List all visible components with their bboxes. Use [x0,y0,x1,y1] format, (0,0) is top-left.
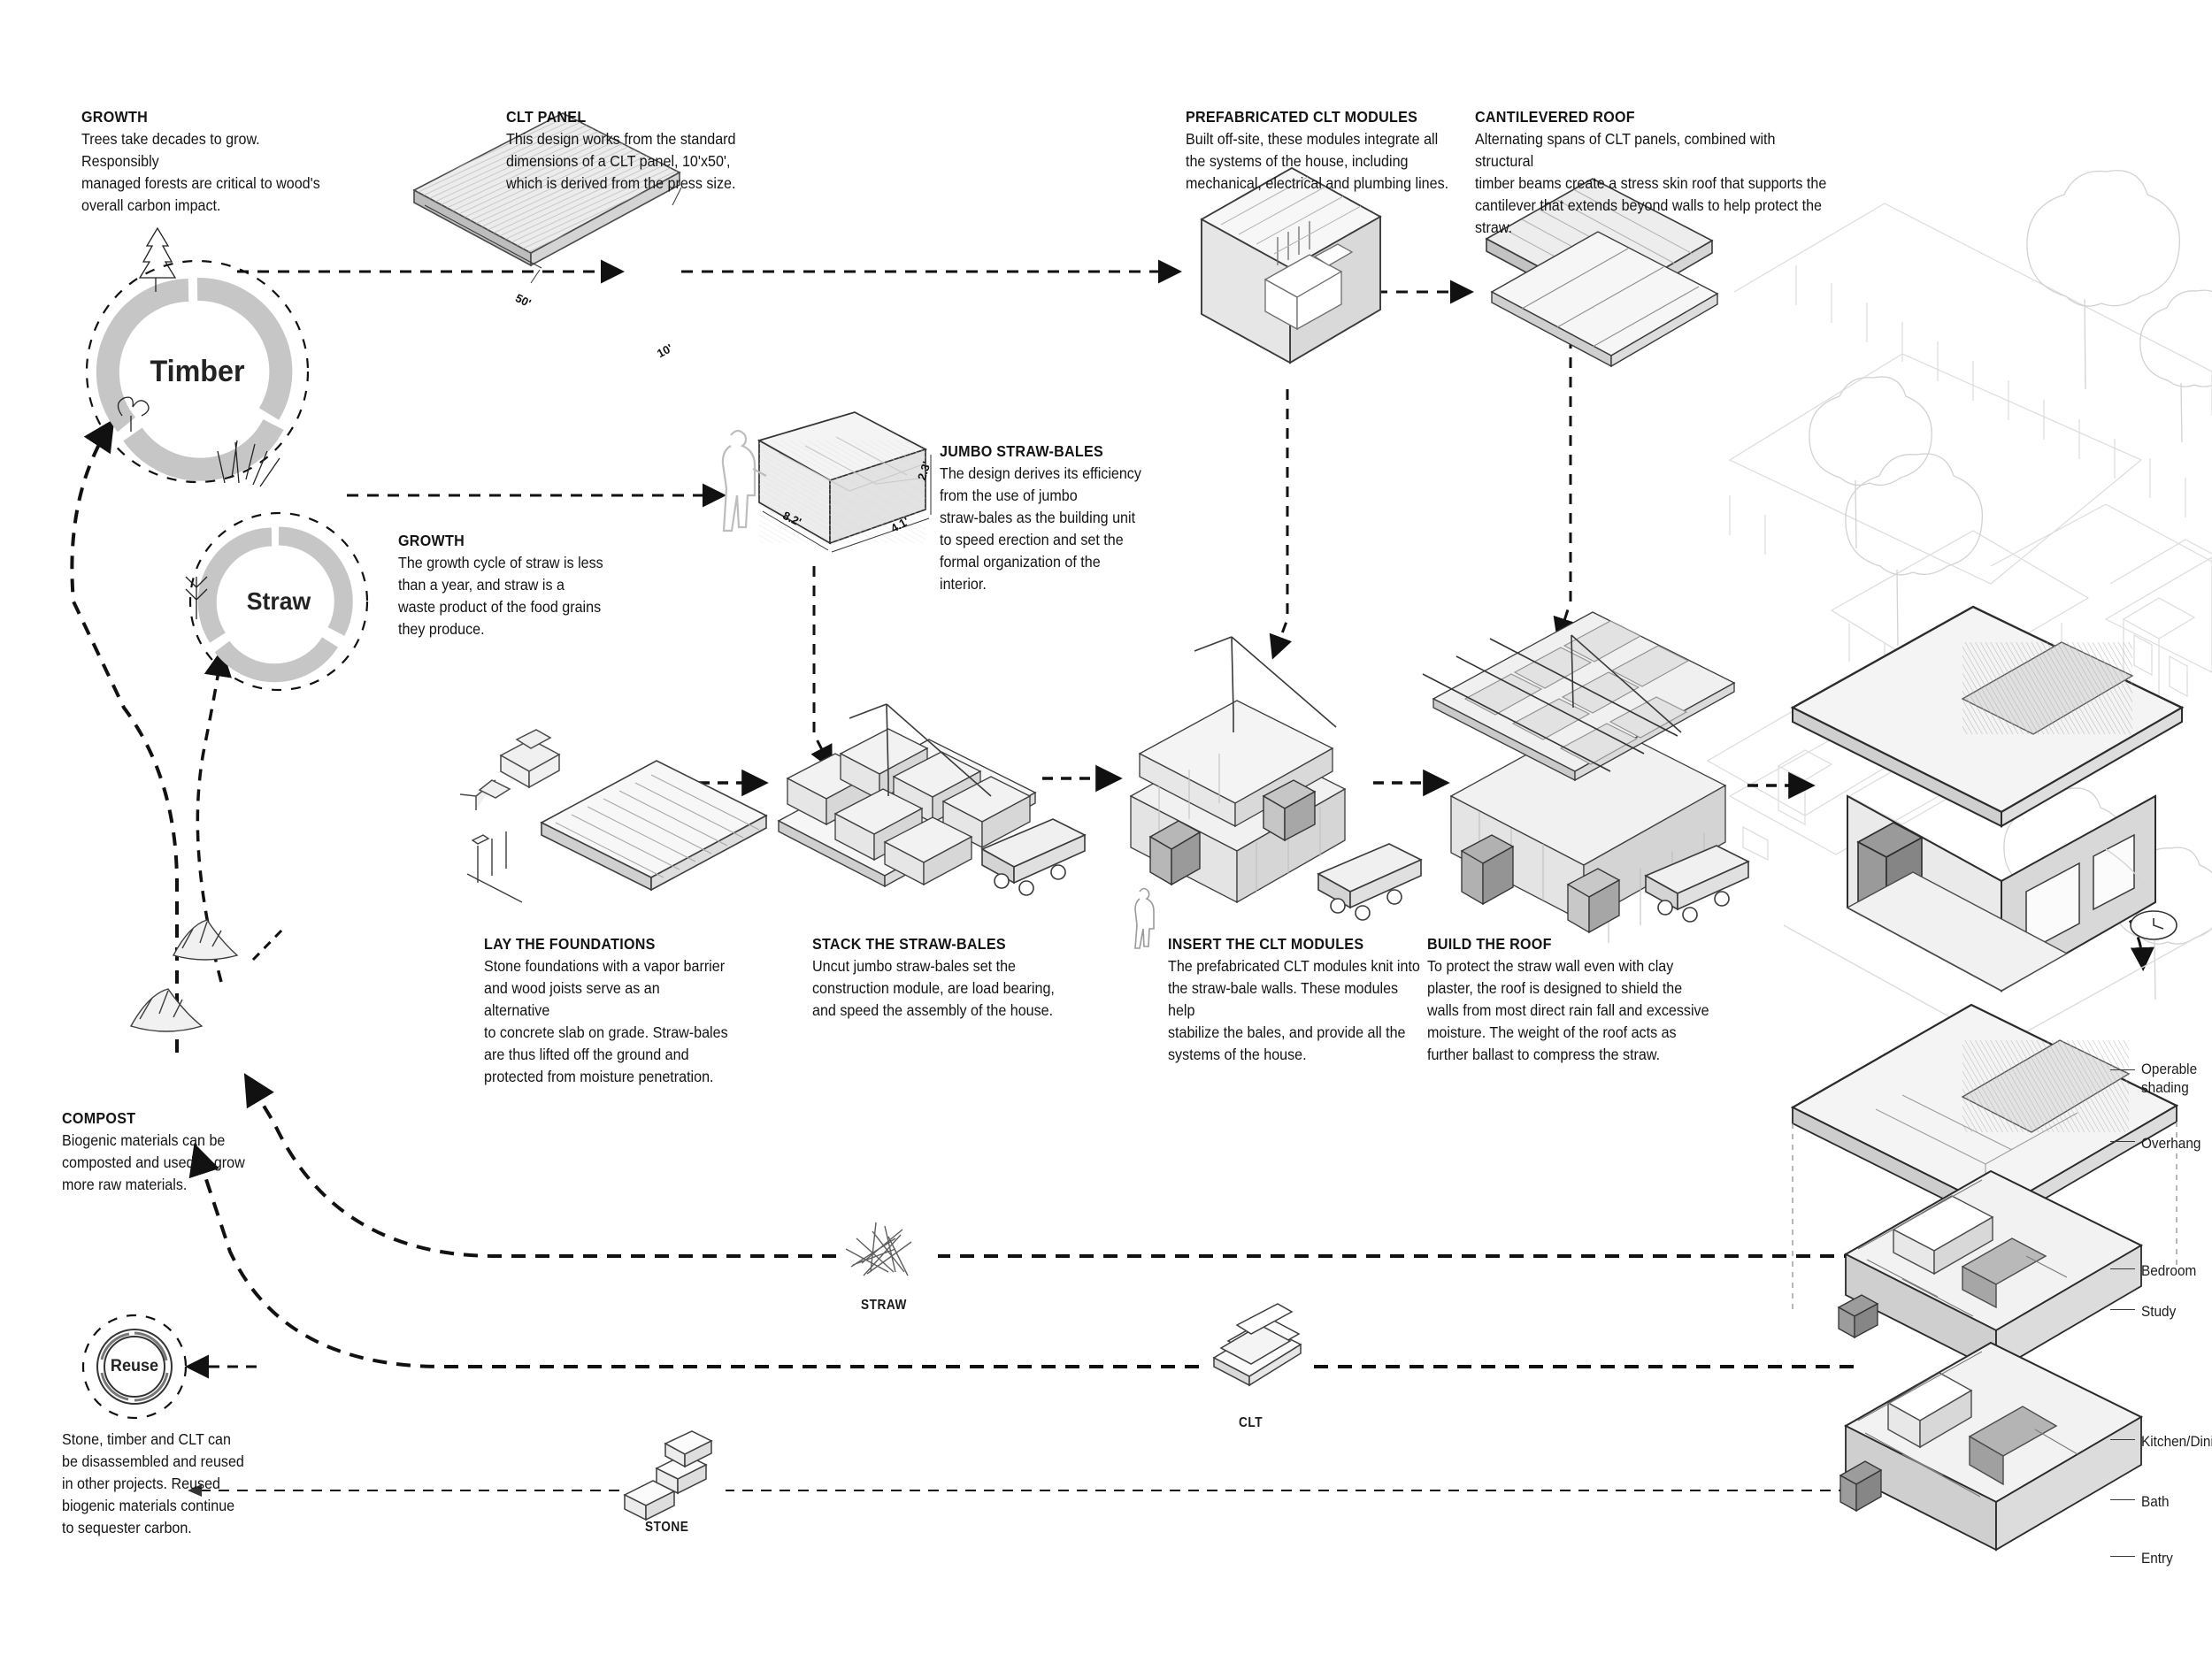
note-title: GROWTH [81,108,148,126]
reuse-inner-ring-2 [104,1336,165,1398]
seedling-icons [117,226,280,619]
cycle-dashed-rings [81,259,369,1420]
note-cantilevered-roof: CANTILEVERED ROOF Alternating spans of C… [1475,107,1864,239]
leader-label-overhang: Overhang [2141,1136,2201,1152]
note-body: Built off-site, these modules integrate … [1186,129,1449,192]
note-prefab-clt-modules: PREFABRICATED CLT MODULES Built off-site… [1186,107,1478,195]
grass-tuft-icon [217,440,280,487]
note-title: STACK THE STRAW-BALES [812,935,1006,953]
note-body: To protect the straw wall even with clay… [1427,956,1709,1063]
stone-blocks-icon [623,1430,713,1521]
material-caption-straw: STRAW [861,1298,907,1313]
note-clt-panel: CLT PANEL This design works from the sta… [506,107,772,195]
leader-label-study: Study [2141,1304,2177,1320]
note-stack-the-straw-bales: STACK THE STRAW-BALES Uncut jumbo straw-… [812,934,1087,1022]
note-title: GROWTH [398,532,465,549]
clock-icon [2130,910,2177,940]
note-body: Alternating spans of CLT panels, combine… [1475,129,1827,236]
jumbo-straw-bale-object [757,411,932,553]
note-title: LAY THE FOUNDATIONS [484,935,656,953]
note-body: Stone foundations with a vapor barrier a… [484,956,728,1085]
lay-foundations-scene [459,729,768,903]
cycle-timber-label: Timber [150,354,245,388]
prefab-clt-module-object [1200,166,1382,364]
note-title: PREFABRICATED CLT MODULES [1186,108,1418,126]
exploded-upper-plan-layer [1837,1169,2144,1373]
note-lay-the-foundations: LAY THE FOUNDATIONS Stone foundations wi… [484,934,749,1088]
note-title: JUMBO STRAW-BALES [940,442,1104,460]
leader-label-kitchen-dining: Kitchen/Dining [2141,1434,2212,1450]
exploded-roof-layer [1790,1003,2179,1380]
note-title: BUILD THE ROOF [1427,935,1552,953]
clt-stack-icon [1212,1303,1302,1387]
note-body: Biogenic materials can be composted and … [62,1130,245,1193]
human-figure-icon [721,429,767,533]
note-title: CANTILEVERED ROOF [1475,108,1635,126]
cycle-reuse-label: Reuse [110,1357,159,1375]
leader-line-operable-shading [2110,1069,2135,1070]
note-body: Trees take decades to grow. Responsibly … [81,129,320,214]
note-jumbo-straw-bales: JUMBO STRAW-BALES The design derives its… [940,441,1170,595]
note-reuse: Stone, timber and CLT can be disassemble… [62,1429,301,1539]
clt-panel-object [412,112,682,284]
note-growth-timber: GROWTH Trees take decades to grow. Respo… [81,107,347,217]
stack-straw-bales-scene [777,703,1087,896]
flow-lines [70,259,2154,1497]
leader-label-entry: Entry [2141,1551,2173,1567]
cycle-straw: Straw [190,513,367,690]
material-caption-stone: STONE [645,1520,689,1535]
note-build-the-roof: BUILD THE ROOF To protect the straw wall… [1427,934,1737,1066]
cycle-reuse: Reuse [83,1315,186,1418]
note-body: The prefabricated CLT modules knit into … [1168,956,1420,1063]
leader-line-kitchen-dining [2110,1439,2135,1440]
cycle-straw-label: Straw [246,587,311,615]
note-title: COMPOST [62,1109,136,1127]
straw-cycle-ring [197,526,353,683]
reuse-cycle-ring [100,1331,169,1402]
leader-line-bath [2110,1499,2135,1500]
note-body: Uncut jumbo straw-bales set the construc… [812,956,1055,1019]
build-the-roof-scene [1422,611,1750,943]
insert-clt-modules-scene [1129,636,1423,949]
leader-label-bath: Bath [2141,1494,2170,1510]
note-title: INSERT THE CLT MODULES [1168,935,1364,953]
note-title: CLT PANEL [506,108,587,126]
human-figure-icon [1134,887,1155,949]
note-growth-straw: GROWTH The growth cycle of straw is less… [398,531,637,640]
note-body: The design derives its efficiency from t… [940,464,1141,593]
leader-label-operable-shading: Operable shading [2141,1061,2198,1097]
cantilevered-roof-object [1485,178,1719,368]
leader-line-overhang [2110,1141,2135,1142]
note-body: The growth cycle of straw is less than a… [398,553,603,638]
leader-line-bedroom [2110,1268,2135,1269]
note-body: This design works from the standard dime… [506,129,736,192]
tree-icon [1845,453,1984,647]
leader-line-entry [2110,1556,2135,1557]
reuse-inner-ring [96,1329,173,1405]
wheat-icon [185,576,208,619]
timber-cycle-ring [96,277,293,481]
note-insert-the-clt-modules: INSERT THE CLT MODULES The prefabricated… [1168,934,1451,1066]
compost-pile-icon [129,919,239,1032]
sprout-icon [117,396,150,432]
exploded-lower-plan-layer [1839,1341,2144,1552]
material-caption-clt: CLT [1239,1415,1263,1430]
straw-pile-icon [845,1222,912,1276]
note-compost: COMPOST Biogenic materials can be compos… [62,1108,301,1196]
leader-line-study [2110,1309,2135,1310]
tree-icon [1809,376,1932,549]
tree-icon [2139,289,2212,443]
note-body: Stone, timber and CLT can be disassemble… [62,1430,244,1537]
finished-house-object [1783,605,2212,1046]
tree-icon [2026,170,2181,390]
cycle-timber: Timber [87,261,308,482]
conifer-icon [138,226,177,292]
leader-label-bedroom: Bedroom [2141,1263,2197,1279]
